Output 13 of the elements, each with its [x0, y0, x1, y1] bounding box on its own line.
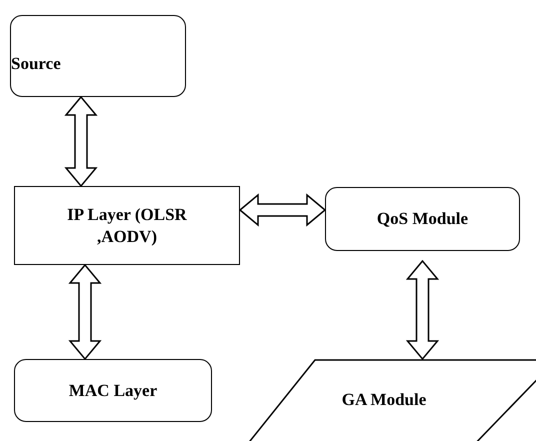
double-arrow — [238, 193, 326, 227]
node-label: QoS Module — [376, 208, 468, 230]
process-box — [325, 187, 520, 251]
node-label: Source — [11, 53, 61, 75]
double-arrow — [406, 260, 440, 360]
node-label: GA Module — [342, 389, 426, 411]
node-label: IP Layer (OLSR ,AODV) — [66, 204, 188, 248]
process-box — [14, 359, 212, 422]
double-arrow — [64, 96, 98, 188]
double-arrow — [68, 264, 102, 360]
process-box — [14, 186, 240, 265]
node-label: MAC Layer — [68, 380, 158, 402]
process-box — [10, 15, 186, 97]
